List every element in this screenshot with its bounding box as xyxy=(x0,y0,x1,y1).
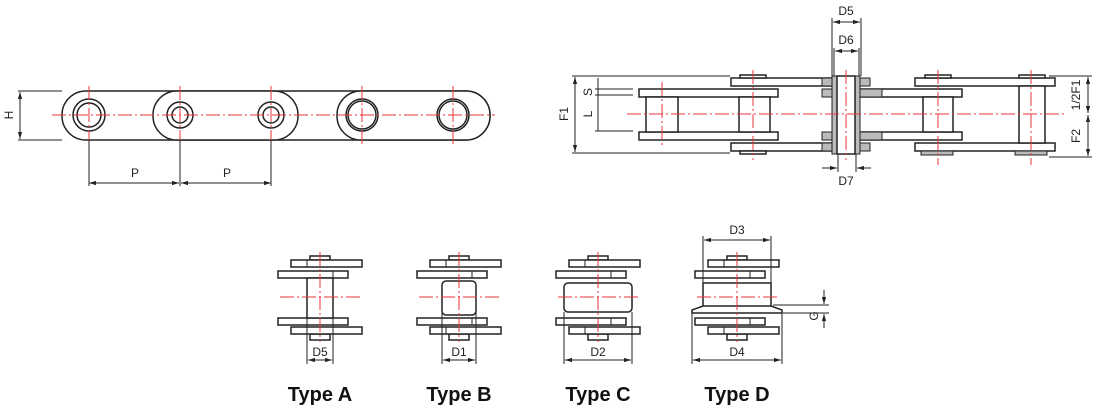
type-a-view xyxy=(277,252,363,364)
type-d-dim: D4 xyxy=(729,345,745,359)
half-f1-label: 1/2F1 xyxy=(1069,79,1083,110)
l-label: L xyxy=(581,110,595,117)
type-a-dim: D5 xyxy=(312,345,328,359)
pitch-label: P xyxy=(131,166,139,180)
side-view: H P P xyxy=(2,86,495,186)
type-b-label: Type B xyxy=(426,384,491,406)
type-b-view xyxy=(416,252,502,364)
pin-hole xyxy=(257,86,285,145)
type-c-view xyxy=(555,252,641,364)
type-a-label: Type A xyxy=(288,384,352,406)
top-view: D5 D6 D7 F1 S L 1/2F1 F2 xyxy=(557,4,1092,188)
height-label: H xyxy=(2,111,16,120)
roller-types xyxy=(277,236,829,364)
f1-label: F1 xyxy=(557,107,571,121)
pitch-label: P xyxy=(223,166,231,180)
type-d-top-dim: D3 xyxy=(729,223,745,237)
f2-label: F2 xyxy=(1069,129,1083,143)
s-label: S xyxy=(581,88,595,96)
type-d-view xyxy=(691,236,829,364)
d5-label: D5 xyxy=(838,4,854,18)
g-label: G xyxy=(807,311,821,320)
type-c-label: Type C xyxy=(565,384,630,406)
d7-label: D7 xyxy=(838,174,854,188)
type-d-label: Type D xyxy=(704,384,769,406)
type-b-dim: D1 xyxy=(451,345,467,359)
type-c-dim: D2 xyxy=(590,345,606,359)
d6-label: D6 xyxy=(838,33,854,47)
